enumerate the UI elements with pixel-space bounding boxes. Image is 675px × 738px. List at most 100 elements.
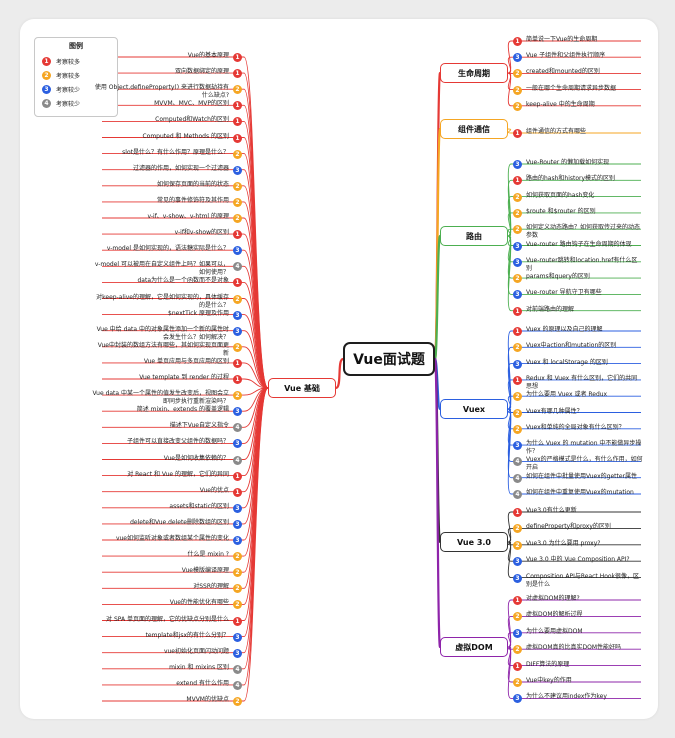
leaf-item[interactable]: 对keep-alive的理解，它是如何实现的，具体缓存的是什么？2: [92, 294, 242, 310]
priority-2-icon: 2: [233, 294, 242, 304]
branch-lifecycle[interactable]: 生命周期: [440, 63, 508, 83]
branch-basics[interactable]: Vue 基础: [268, 378, 336, 398]
leaf-item[interactable]: Vue data 中某一个属性的值发生改变后，视图会立即同步执行重新渲染吗？2: [92, 390, 242, 406]
branch-vuex[interactable]: Vuex: [440, 399, 508, 419]
leaf-item[interactable]: template和jsx的有什么分别？3: [92, 632, 242, 642]
leaf-item[interactable]: v-model 是如何实现的，语法糖实际是什么？3: [92, 245, 242, 256]
leaf-label: Vuex中action和mutation的区别: [526, 342, 617, 350]
branch-vue3[interactable]: Vue 3.0: [440, 532, 508, 552]
branch-vdom[interactable]: 虚拟DOM: [440, 637, 508, 657]
priority-3-icon: 3: [233, 439, 242, 449]
branch-communication[interactable]: 组件通信: [440, 119, 508, 139]
leaf-item[interactable]: slot是什么？有什么作用？原理是什么？2: [92, 149, 242, 159]
priority-2-icon: 2: [233, 214, 242, 223]
leaf-item[interactable]: v-model 可以被用在自定义组件上吗？如果可以，如何使用？4: [92, 261, 242, 277]
leaf-item[interactable]: Vue 中给 data 中的对象属性添加一个新的属性时会发生什么？如何解决？3: [92, 326, 242, 342]
connector-lines: [102, 40, 641, 702]
root-topic[interactable]: Vue面试题: [343, 342, 435, 376]
leaf-label: Vue是如何收集依赖的？: [163, 454, 229, 462]
branch-router[interactable]: 路由: [440, 226, 508, 246]
priority-2-icon: 2: [233, 697, 242, 706]
priority-1-icon: 1: [513, 508, 522, 517]
leaf-item[interactable]: 2$route 和$router 的区别: [513, 208, 643, 218]
leaf-item[interactable]: 什么是 mixin ?2: [92, 551, 242, 562]
leaf-item[interactable]: Vue是如何收集依赖的？4: [92, 455, 242, 465]
leaf-item[interactable]: 子组件可以直接改变父组件的数据吗？3: [92, 438, 242, 449]
leaf-label: mixin 和 mixins 区别: [169, 663, 229, 671]
leaf-label: extend 有什么作用: [176, 679, 229, 687]
leaf-label: Vue-Router 的懒加载如何实现: [526, 159, 610, 166]
leaf-item[interactable]: 使用 Object.defineProperty() 来进行数据劫持有什么缺点?…: [92, 84, 242, 100]
priority-4-icon: 4: [233, 423, 242, 433]
